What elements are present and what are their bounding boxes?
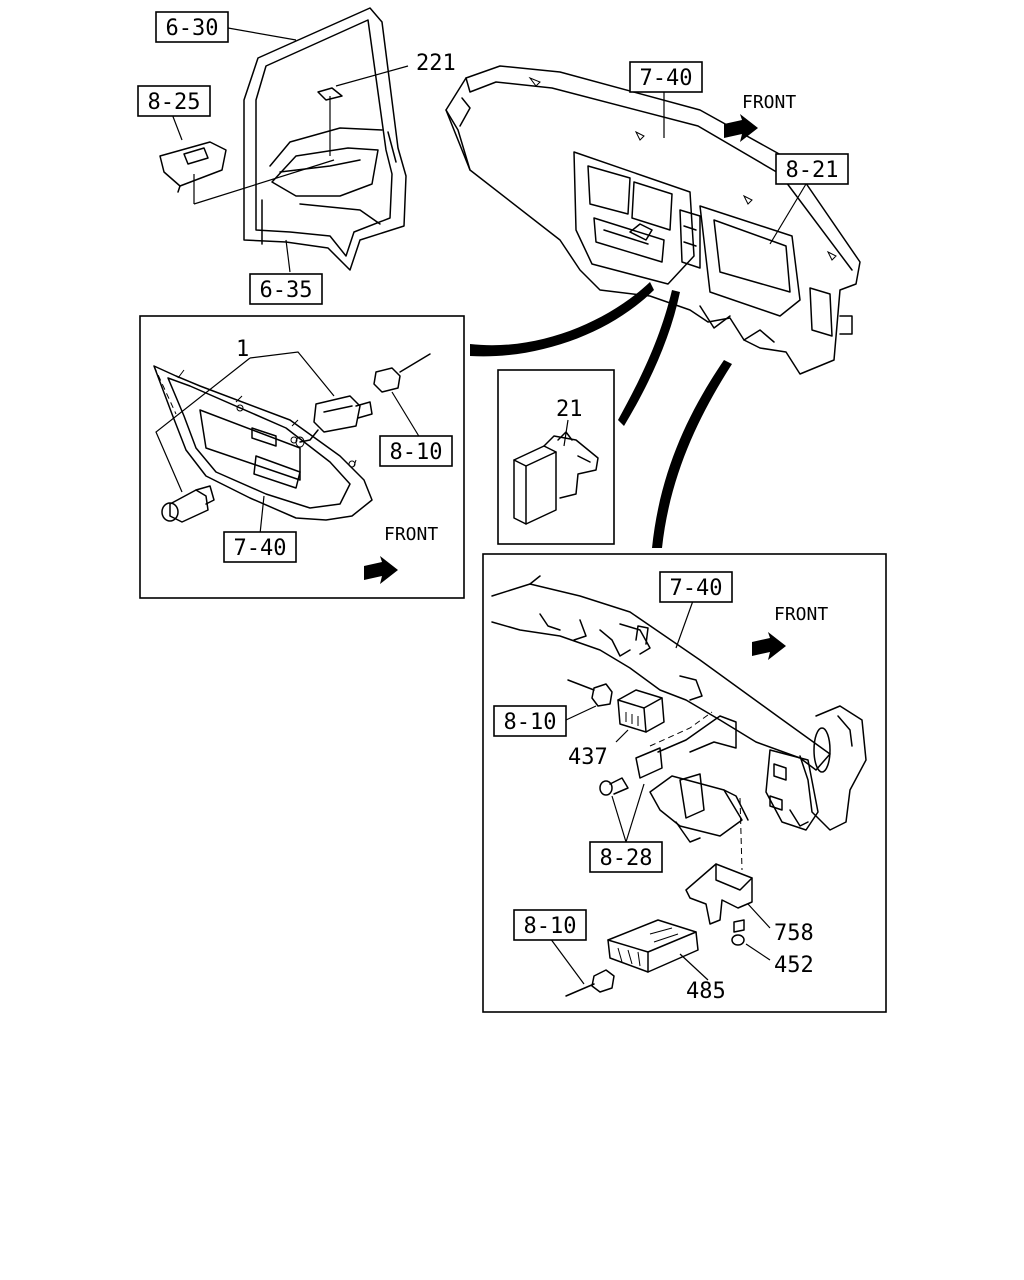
leader-8-10-mid <box>565 705 597 721</box>
leader-8-10-left <box>391 391 421 439</box>
ref-8-25: 8-25 <box>137 85 211 117</box>
leader-485 <box>679 953 709 981</box>
front-label-top: FRONT <box>742 92 796 113</box>
part-1: 1 <box>236 337 249 362</box>
svg-text:7-40: 7-40 <box>234 536 287 561</box>
ref-8-10-mid: 8-10 <box>493 705 567 737</box>
relay-bracket-8-28-drawing <box>599 711 749 871</box>
leader-8-25 <box>171 113 183 141</box>
cross-beam-drawing <box>491 575 867 831</box>
leader-452 <box>745 943 771 961</box>
connector-8-10-left <box>373 353 431 393</box>
part-485: 485 <box>686 979 726 1004</box>
svg-text:8-10: 8-10 <box>504 710 557 735</box>
leader-221 <box>335 65 409 87</box>
part-437: 437 <box>568 745 608 770</box>
leader-1 <box>249 351 335 397</box>
connector-8-10-low <box>565 969 615 997</box>
detail-box-left <box>139 315 465 599</box>
svg-text:8-28: 8-28 <box>600 846 653 871</box>
leader-437 <box>615 729 629 743</box>
relay-437-drawing <box>617 689 665 733</box>
svg-text:8-25: 8-25 <box>148 90 201 115</box>
ref-8-10-left: 8-10 <box>379 435 453 467</box>
svg-text:7-40: 7-40 <box>670 576 723 601</box>
leader-8-25-to-cab <box>193 159 335 205</box>
connector-8-10-mid <box>567 679 613 707</box>
leader-6-35 <box>285 239 291 273</box>
detail-box-right <box>482 553 887 1013</box>
bolt-452-drawing <box>731 919 745 946</box>
front-label-left: FRONT <box>384 524 438 545</box>
part-758: 758 <box>774 921 814 946</box>
part-21: 21 <box>556 397 583 422</box>
ref-8-21: 8-21 <box>775 153 849 185</box>
leader-7-40-left <box>259 495 265 535</box>
leader-8-21 <box>769 183 807 245</box>
part-221: 221 <box>416 51 456 76</box>
svg-text:8-10: 8-10 <box>390 440 443 465</box>
ref-6-35: 6-35 <box>249 273 323 305</box>
leader-1b <box>155 357 251 493</box>
leader-21 <box>563 419 569 447</box>
svg-text:7-40: 7-40 <box>640 66 693 91</box>
leader-8-28a <box>611 795 627 843</box>
instrument-panel-drawing <box>445 65 861 375</box>
bracket-758-drawing <box>685 863 753 925</box>
leader-8-28b <box>625 783 645 843</box>
leader-7-40-right <box>675 597 695 649</box>
ref-7-40-left: 7-40 <box>223 531 297 563</box>
lower-panel-drawing <box>153 365 373 521</box>
switch-1-lower <box>161 485 215 523</box>
ref-8-10-low: 8-10 <box>513 909 587 941</box>
svg-text:8-10: 8-10 <box>524 914 577 939</box>
ref-7-40-right: 7-40 <box>659 571 733 603</box>
front-arrow-top: FRONT <box>724 92 796 142</box>
switch-1-upper <box>295 395 373 448</box>
ref-7-40-top: 7-40 <box>629 61 703 93</box>
cab-door-drawing <box>243 7 407 271</box>
detail-box-middle <box>497 369 615 545</box>
svg-text:6-35: 6-35 <box>260 278 313 303</box>
leader-758 <box>747 903 771 929</box>
leader-6-30 <box>227 27 297 41</box>
front-arrow-left: FRONT <box>364 524 438 584</box>
front-label-right: FRONT <box>774 604 828 625</box>
relay-485-drawing <box>607 919 699 973</box>
leader-8-10-low <box>549 937 585 985</box>
ref-8-28: 8-28 <box>589 841 663 873</box>
switch-21-drawing <box>513 431 599 525</box>
front-arrow-right: FRONT <box>752 604 828 660</box>
svg-text:6-30: 6-30 <box>166 16 219 41</box>
ref-6-30: 6-30 <box>155 11 229 43</box>
callout-curve-middle <box>618 290 680 426</box>
switch-8-25-drawing <box>159 141 227 193</box>
part-452: 452 <box>774 953 814 978</box>
callout-curve-left <box>470 282 654 357</box>
callout-curve-right <box>652 360 732 548</box>
svg-text:8-21: 8-21 <box>786 158 839 183</box>
